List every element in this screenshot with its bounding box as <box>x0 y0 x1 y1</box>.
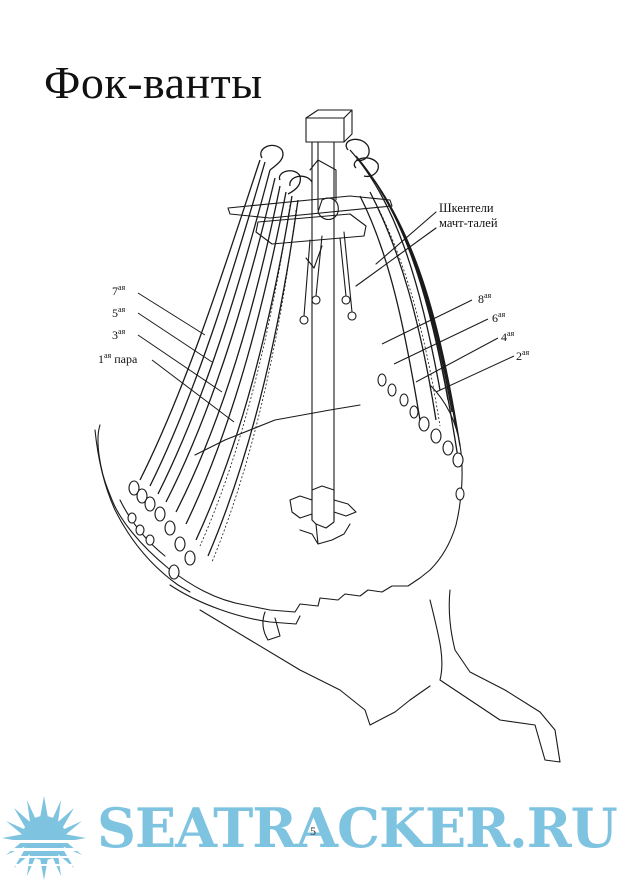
hull-line <box>262 611 281 641</box>
shroud-pair-label-7: 7ая <box>112 283 126 299</box>
right-shrouds <box>345 138 461 459</box>
mast-tackle-pendants-label: Шкентели мачт-талей <box>439 201 498 231</box>
shroud-pair-label-8: 8ая <box>478 291 492 307</box>
right-leaders <box>381 299 515 393</box>
deck-inner-line <box>119 499 301 625</box>
pendant-left <box>303 235 323 317</box>
deck-edge-line <box>224 404 361 441</box>
shroud-pair-label-6: 6ая <box>492 310 506 326</box>
keel-line <box>199 609 431 726</box>
shroud-pair-label-2: 2ая <box>516 348 530 364</box>
brand-wordmark: SEATRACKER.RU <box>97 796 618 860</box>
sun-icon <box>2 796 86 880</box>
crosstree <box>227 195 393 219</box>
right-deadeyes <box>377 373 465 501</box>
pendant-right <box>339 231 353 313</box>
shroud-pair-label-5: 5ая <box>112 305 126 321</box>
callout-line-2: мачт-талей <box>439 216 498 230</box>
left-leaders <box>137 292 235 423</box>
mast-step <box>289 485 357 529</box>
callout-line-1: Шкентели <box>439 201 494 215</box>
left-shrouds <box>139 144 313 557</box>
page-title: Фок-ванты <box>44 57 263 108</box>
shroud-pair-label-3: 3ая <box>112 327 126 343</box>
page-number: 5 <box>310 824 316 838</box>
shroud-pair-label-1: 1ая пара <box>98 351 138 367</box>
crosstree-2 <box>255 213 367 245</box>
bulwark-edge <box>94 429 191 593</box>
shroud-pair-label-4: 4ая <box>501 329 515 345</box>
left-deadeyes <box>127 480 196 580</box>
mast-cap <box>305 117 345 143</box>
sun-logo <box>0 796 100 880</box>
left-shroud-twists <box>199 204 297 563</box>
right-shroud-twists <box>371 195 441 427</box>
mast <box>311 141 335 521</box>
stem-line <box>429 589 561 763</box>
